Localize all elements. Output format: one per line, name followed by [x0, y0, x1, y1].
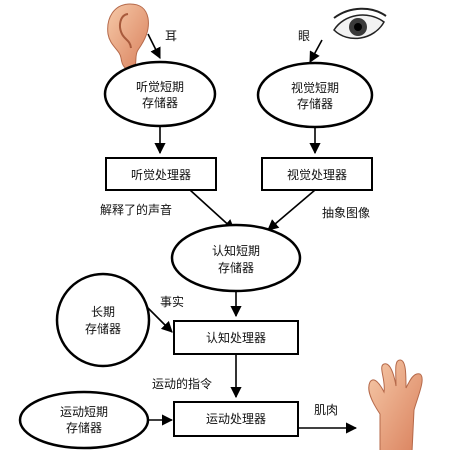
visual-stm-node: 视觉短期 存储器 [256, 61, 374, 129]
cognitive-stm-line2: 存储器 [218, 260, 254, 275]
hand-icon [368, 359, 423, 450]
eye-label: 眼 [298, 29, 310, 43]
abstract-image-label: 抽象图像 [322, 206, 370, 220]
facts-label: 事实 [160, 294, 184, 309]
cognitive-processor-label: 认知处理器 [206, 331, 266, 345]
visual-stm-line2: 存储器 [297, 96, 333, 111]
ear-label: 耳 [165, 29, 177, 43]
ear-icon [107, 3, 149, 70]
eye-icon [333, 7, 387, 40]
cognitive-stm-node: 认知短期 存储器 [170, 223, 302, 293]
auditory-stm-line2: 存储器 [142, 95, 178, 110]
muscle-label: 肌肉 [314, 403, 338, 417]
auditory-stm-node: 听觉短期 存储器 [103, 60, 217, 128]
long-term-memory-node: 长期 存储器 [55, 272, 151, 368]
interpreted-sound-label: 解释了的声音 [100, 202, 172, 217]
long-term-line2: 存储器 [85, 321, 121, 336]
motor-stm-line1: 运动短期 [60, 405, 108, 419]
motor-processor-label: 运动处理器 [206, 412, 266, 426]
visual-processor-label: 视觉处理器 [287, 167, 347, 182]
auditory-stm-line1: 听觉短期 [136, 80, 184, 94]
auditory-processor-label: 听觉处理器 [131, 168, 191, 182]
long-term-line1: 长期 [91, 305, 115, 319]
motor-stm-line2: 存储器 [66, 420, 102, 435]
visual-processor-box: 视觉处理器 [261, 157, 373, 191]
motor-stm-node: 运动短期 存储器 [18, 390, 150, 450]
auditory-processor-box: 听觉处理器 [105, 157, 217, 191]
motor-processor-box: 运动处理器 [173, 401, 299, 437]
cognitive-stm-line1: 认知短期 [212, 244, 260, 258]
visual-stm-line1: 视觉短期 [291, 80, 339, 95]
motor-command-label: 运动的指令 [152, 376, 212, 391]
cognitive-processor-box: 认知处理器 [173, 320, 299, 355]
